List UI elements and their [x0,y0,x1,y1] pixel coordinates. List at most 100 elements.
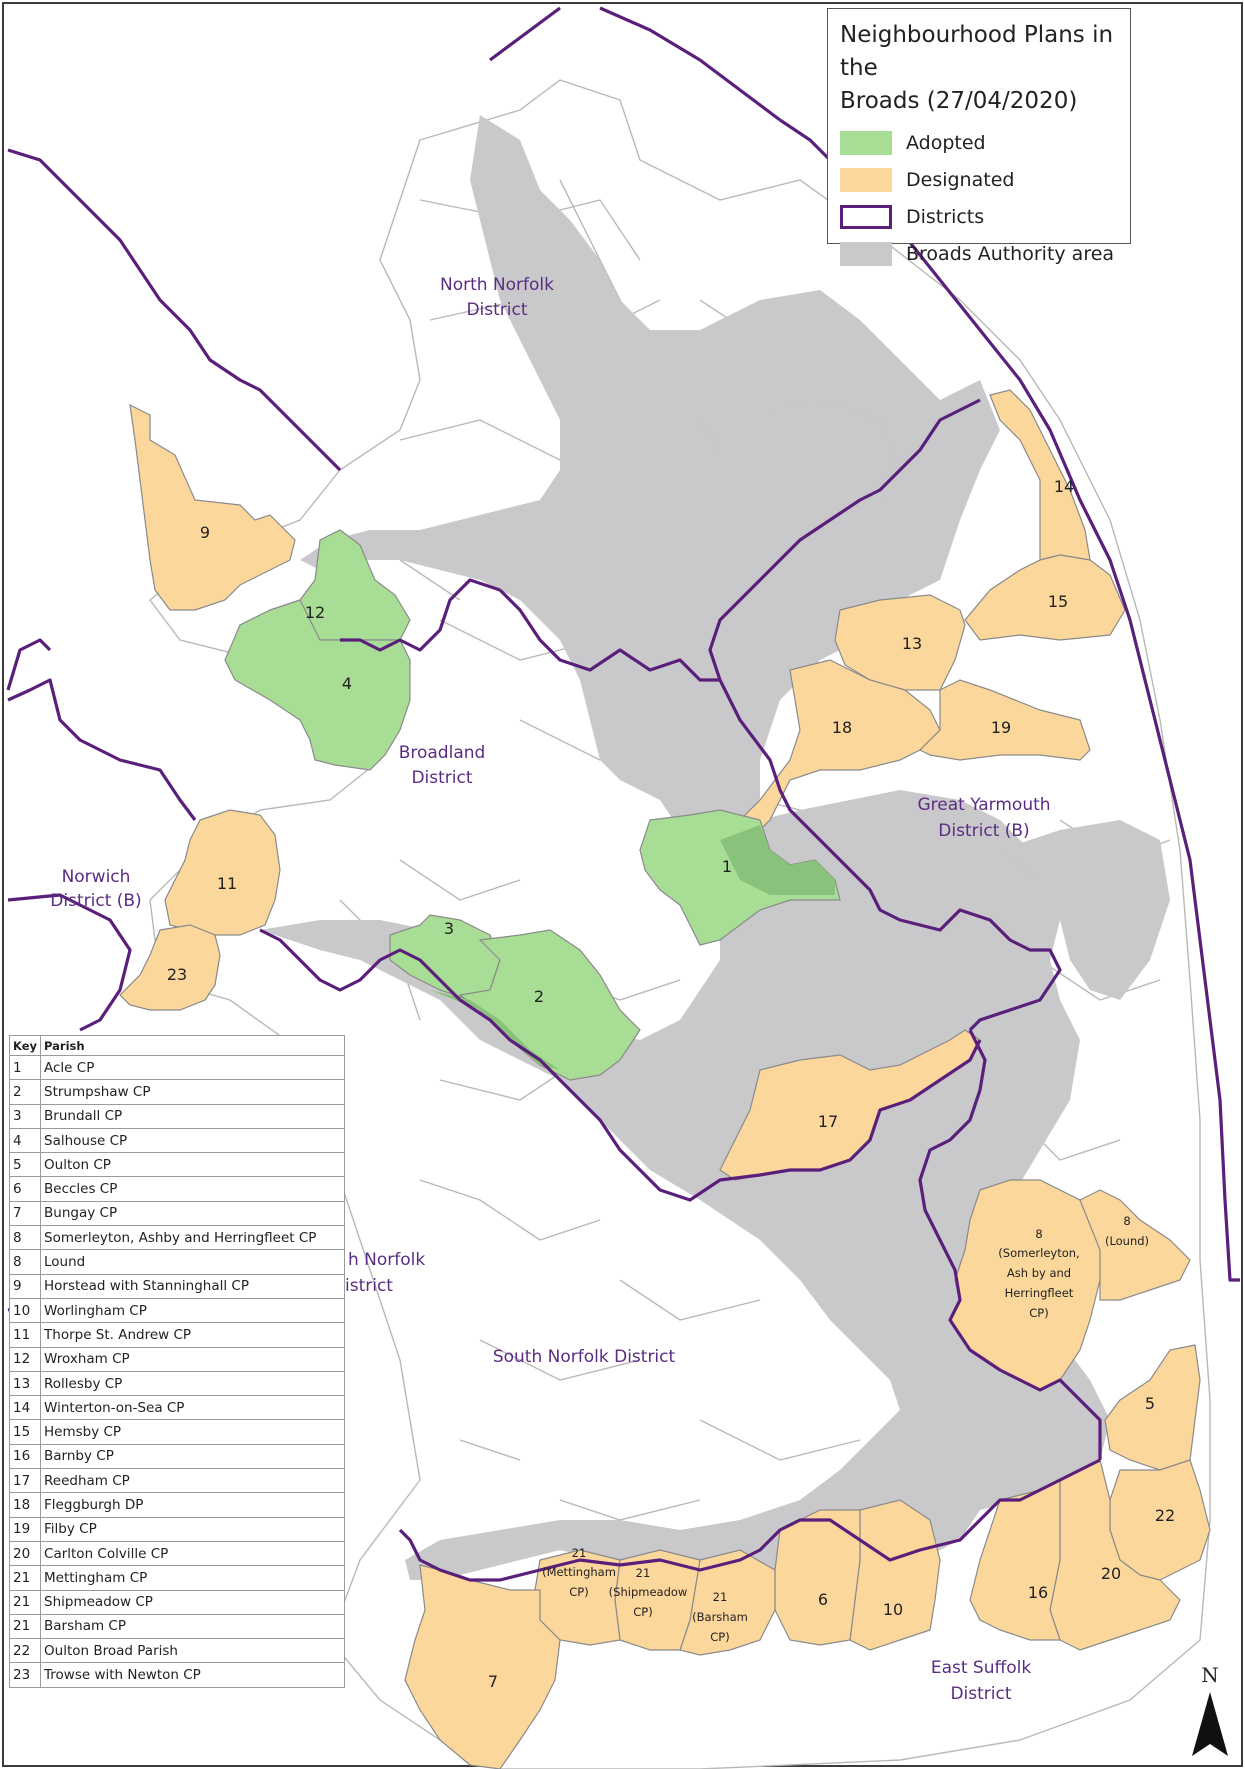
label-great-yarmouth-district: District (B) [938,821,1029,841]
parish-labels: 1 2 3 4 5 6 7 9 10 11 12 13 14 15 16 17 … [167,477,1175,1691]
key-cell-number: 3 [8,1103,42,1129]
key-cell-parish: Lound [40,1249,345,1275]
key-cell-number: 1 [8,1054,42,1081]
legend-title-line2: Broads (27/04/2020) [840,88,1078,114]
label-east-suffolk: East Suffolk [931,1658,1031,1678]
legend-item-broads: Broads Authority area [840,235,1118,272]
key-cell-parish: Beccles CP [40,1176,345,1202]
key-cell-parish: Horstead with Stanninghall CP [40,1273,345,1299]
key-cell-number: 19 [8,1516,42,1542]
label-south-norfolk-partial-district: istrict [345,1276,393,1296]
legend-swatch-designated [840,167,892,192]
parish-8-lound [1079,1189,1191,1301]
key-cell-parish: Mettingham CP [40,1565,345,1591]
label-south-norfolk-partial: h Norfolk [348,1250,425,1270]
map-label-21c-line2: (Barsham [692,1610,748,1624]
label-north-norfolk: North Norfolk [440,275,554,295]
key-cell-parish: Hemsby CP [40,1419,345,1445]
map-label-8a-line2: (Somerleyton, [998,1246,1079,1260]
map-label-7: 7 [488,1672,498,1691]
legend-title-line1: Neighbourhood Plans in the [840,22,1114,81]
map-label-20: 20 [1101,1564,1121,1583]
legend-item-adopted: Adopted [840,124,1118,161]
key-cell-number: 12 [8,1346,42,1372]
parish-18 [738,659,941,831]
north-arrow-label: N [1201,1663,1219,1687]
map-label-8a-line3: Ash by and [1007,1266,1071,1280]
key-cell-number: 8 [8,1225,42,1251]
map-label-5: 5 [1145,1394,1155,1413]
label-east-suffolk-district: District [950,1684,1011,1704]
map-label-21a-line2: (Mettingham [542,1565,616,1579]
legend-item-districts: Districts [840,198,1118,235]
key-cell-parish: Brundall CP [40,1103,345,1129]
map-label-14: 14 [1054,477,1074,496]
map-label-6: 6 [818,1590,828,1609]
label-norwich-district: District (B) [50,891,141,911]
key-cell-parish: Reedham CP [40,1468,345,1494]
legend-label-districts: Districts [906,205,985,228]
key-cell-number: 5 [8,1152,42,1178]
key-cell-parish: Salhouse CP [40,1127,345,1154]
map-label-8a-line5: CP) [1029,1306,1048,1320]
key-cell-parish: Bungay CP [40,1200,345,1227]
map-label-10: 10 [883,1600,903,1619]
label-north-norfolk-district: District [466,300,527,320]
legend-label-adopted: Adopted [906,131,986,154]
label-great-yarmouth: Great Yarmouth [917,795,1050,815]
key-cell-number: 11 [8,1322,42,1348]
north-arrow-icon [1192,1692,1228,1756]
key-cell-parish: Fleggburgh DP [40,1492,345,1518]
map-label-19: 19 [991,718,1011,737]
map-label-8b-num: 8 [1123,1214,1130,1228]
key-cell-parish: Strumpshaw CP [40,1079,345,1105]
parish-16 [969,1479,1061,1641]
key-cell-parish: Barnby CP [40,1443,345,1470]
key-cell-number: 14 [8,1395,42,1421]
parish-9 [129,403,296,611]
key-cell-number: 21 [8,1613,42,1640]
key-cell-parish: Acle CP [40,1054,345,1081]
legend-swatch-adopted [840,130,892,155]
parish-13 [834,594,966,691]
map-label-1: 1 [722,857,732,876]
key-cell-number: 23 [8,1662,42,1688]
key-cell-number: 7 [8,1200,42,1227]
map-label-9: 9 [200,523,210,542]
map-label-11: 11 [217,874,237,893]
map-label-21b-num: 21 [636,1566,651,1580]
label-south-norfolk: South Norfolk District [493,1347,676,1367]
key-cell-number: 13 [8,1370,42,1397]
map-label-21a-num: 21 [572,1546,587,1560]
key-cell-number: 10 [8,1297,42,1324]
map-label-21b-line3: CP) [633,1605,652,1619]
key-cell-number: 4 [8,1127,42,1154]
key-cell-parish: Somerleyton, Ashby and Herringfleet CP [40,1225,345,1251]
key-cell-number: 2 [8,1079,42,1105]
key-cell-number: 9 [8,1273,42,1299]
map-label-18: 18 [832,718,852,737]
parish-10 [849,1499,941,1651]
label-norwich: Norwich [62,867,131,887]
